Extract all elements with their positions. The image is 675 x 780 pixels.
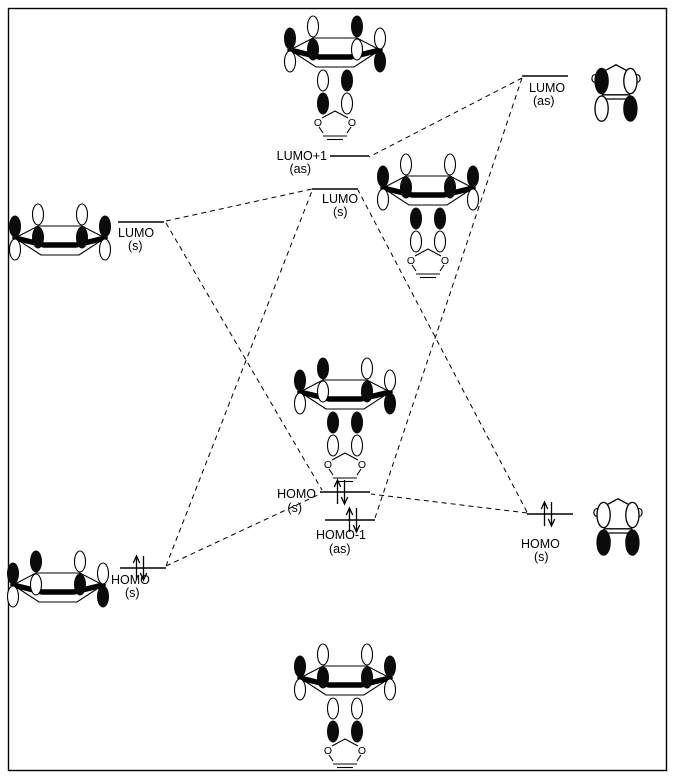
label-center-lumo: LUMO — [322, 192, 358, 206]
diene-ring-icon — [13, 573, 103, 602]
label-right-homo-symmetry: (s) — [534, 550, 549, 564]
dioxole-ring-icon — [313, 110, 357, 141]
correlation-line-lefthomo-centerlumo — [165, 190, 313, 567]
molecule-diene-homo — [6, 550, 110, 608]
dioxole-ring-icon — [323, 738, 367, 769]
p-orbital-icon — [433, 207, 447, 253]
label-center-lumo-plus-1: LUMO+1 — [277, 149, 327, 163]
diene-ring-icon — [300, 380, 390, 409]
diene-ring-icon — [290, 38, 380, 67]
p-orbital-icon — [326, 697, 340, 743]
molecule-dioxole-homo — [592, 498, 645, 556]
correlation-line-lefthomo-centerhomo — [165, 493, 321, 567]
p-orbital-icon — [316, 69, 330, 115]
molecule-diene-lumo — [8, 203, 112, 261]
label-left-homo: HOMO — [111, 573, 150, 587]
molecule-dioxole-lumo — [590, 64, 643, 122]
molecule-complex-homo-minus-1 — [293, 643, 397, 769]
correlation-line-leftlumo-centerlumo — [165, 188, 313, 222]
correlation-line-rightlumo-centerhomominus1 — [374, 77, 523, 519]
p-orbital-icon — [350, 697, 364, 743]
dioxole-ring-icon — [323, 452, 367, 483]
label-center-homo: HOMO — [277, 487, 316, 501]
correlation-line-rightlumo-centerlumoplus1 — [368, 77, 523, 158]
label-center-lumo-symmetry: (s) — [333, 205, 348, 219]
molecule-complex-lumo-plus-1 — [283, 15, 387, 141]
molecule-complex-homo — [293, 357, 397, 483]
label-center-lumo-plus-1-symmetry: (as) — [289, 162, 311, 176]
p-orbital-icon — [409, 207, 423, 253]
molecule-complex-lumo — [376, 153, 480, 279]
label-right-homo: HOMO — [521, 537, 560, 551]
p-orbital-icon — [326, 411, 340, 457]
energy-levels — [118, 75, 573, 569]
correlation-line-righthomo-centerlumo — [357, 189, 528, 513]
label-left-lumo-symmetry: (s) — [128, 239, 143, 253]
diagram-border — [7, 7, 668, 772]
diene-ring-icon — [383, 176, 473, 205]
label-center-homo-minus-1-symmetry: (as) — [329, 542, 351, 556]
diene-ring-icon — [15, 226, 105, 255]
diene-ring-icon — [300, 666, 390, 695]
label-left-lumo: LUMO — [118, 226, 154, 240]
level-labels: LUMO (s) HOMO (s) LUMO+1 (as) LUMO (s) H… — [111, 81, 565, 600]
p-orbital-icon — [340, 69, 354, 115]
label-center-homo-symmetry: (s) — [287, 501, 302, 515]
label-center-homo-minus-1: HOMO-1 — [316, 528, 366, 542]
p-orbital-icon — [350, 411, 364, 457]
correlation-line-righthomo-centerhomo — [370, 493, 528, 514]
label-right-lumo: LUMO — [529, 81, 565, 95]
label-left-homo-symmetry: (s) — [125, 586, 140, 600]
correlation-line-leftlumo-centerhomo — [165, 222, 323, 491]
label-right-lumo-symmetry: (as) — [533, 94, 555, 108]
correlation-lines — [165, 77, 528, 567]
dioxole-ring-icon — [406, 248, 450, 279]
